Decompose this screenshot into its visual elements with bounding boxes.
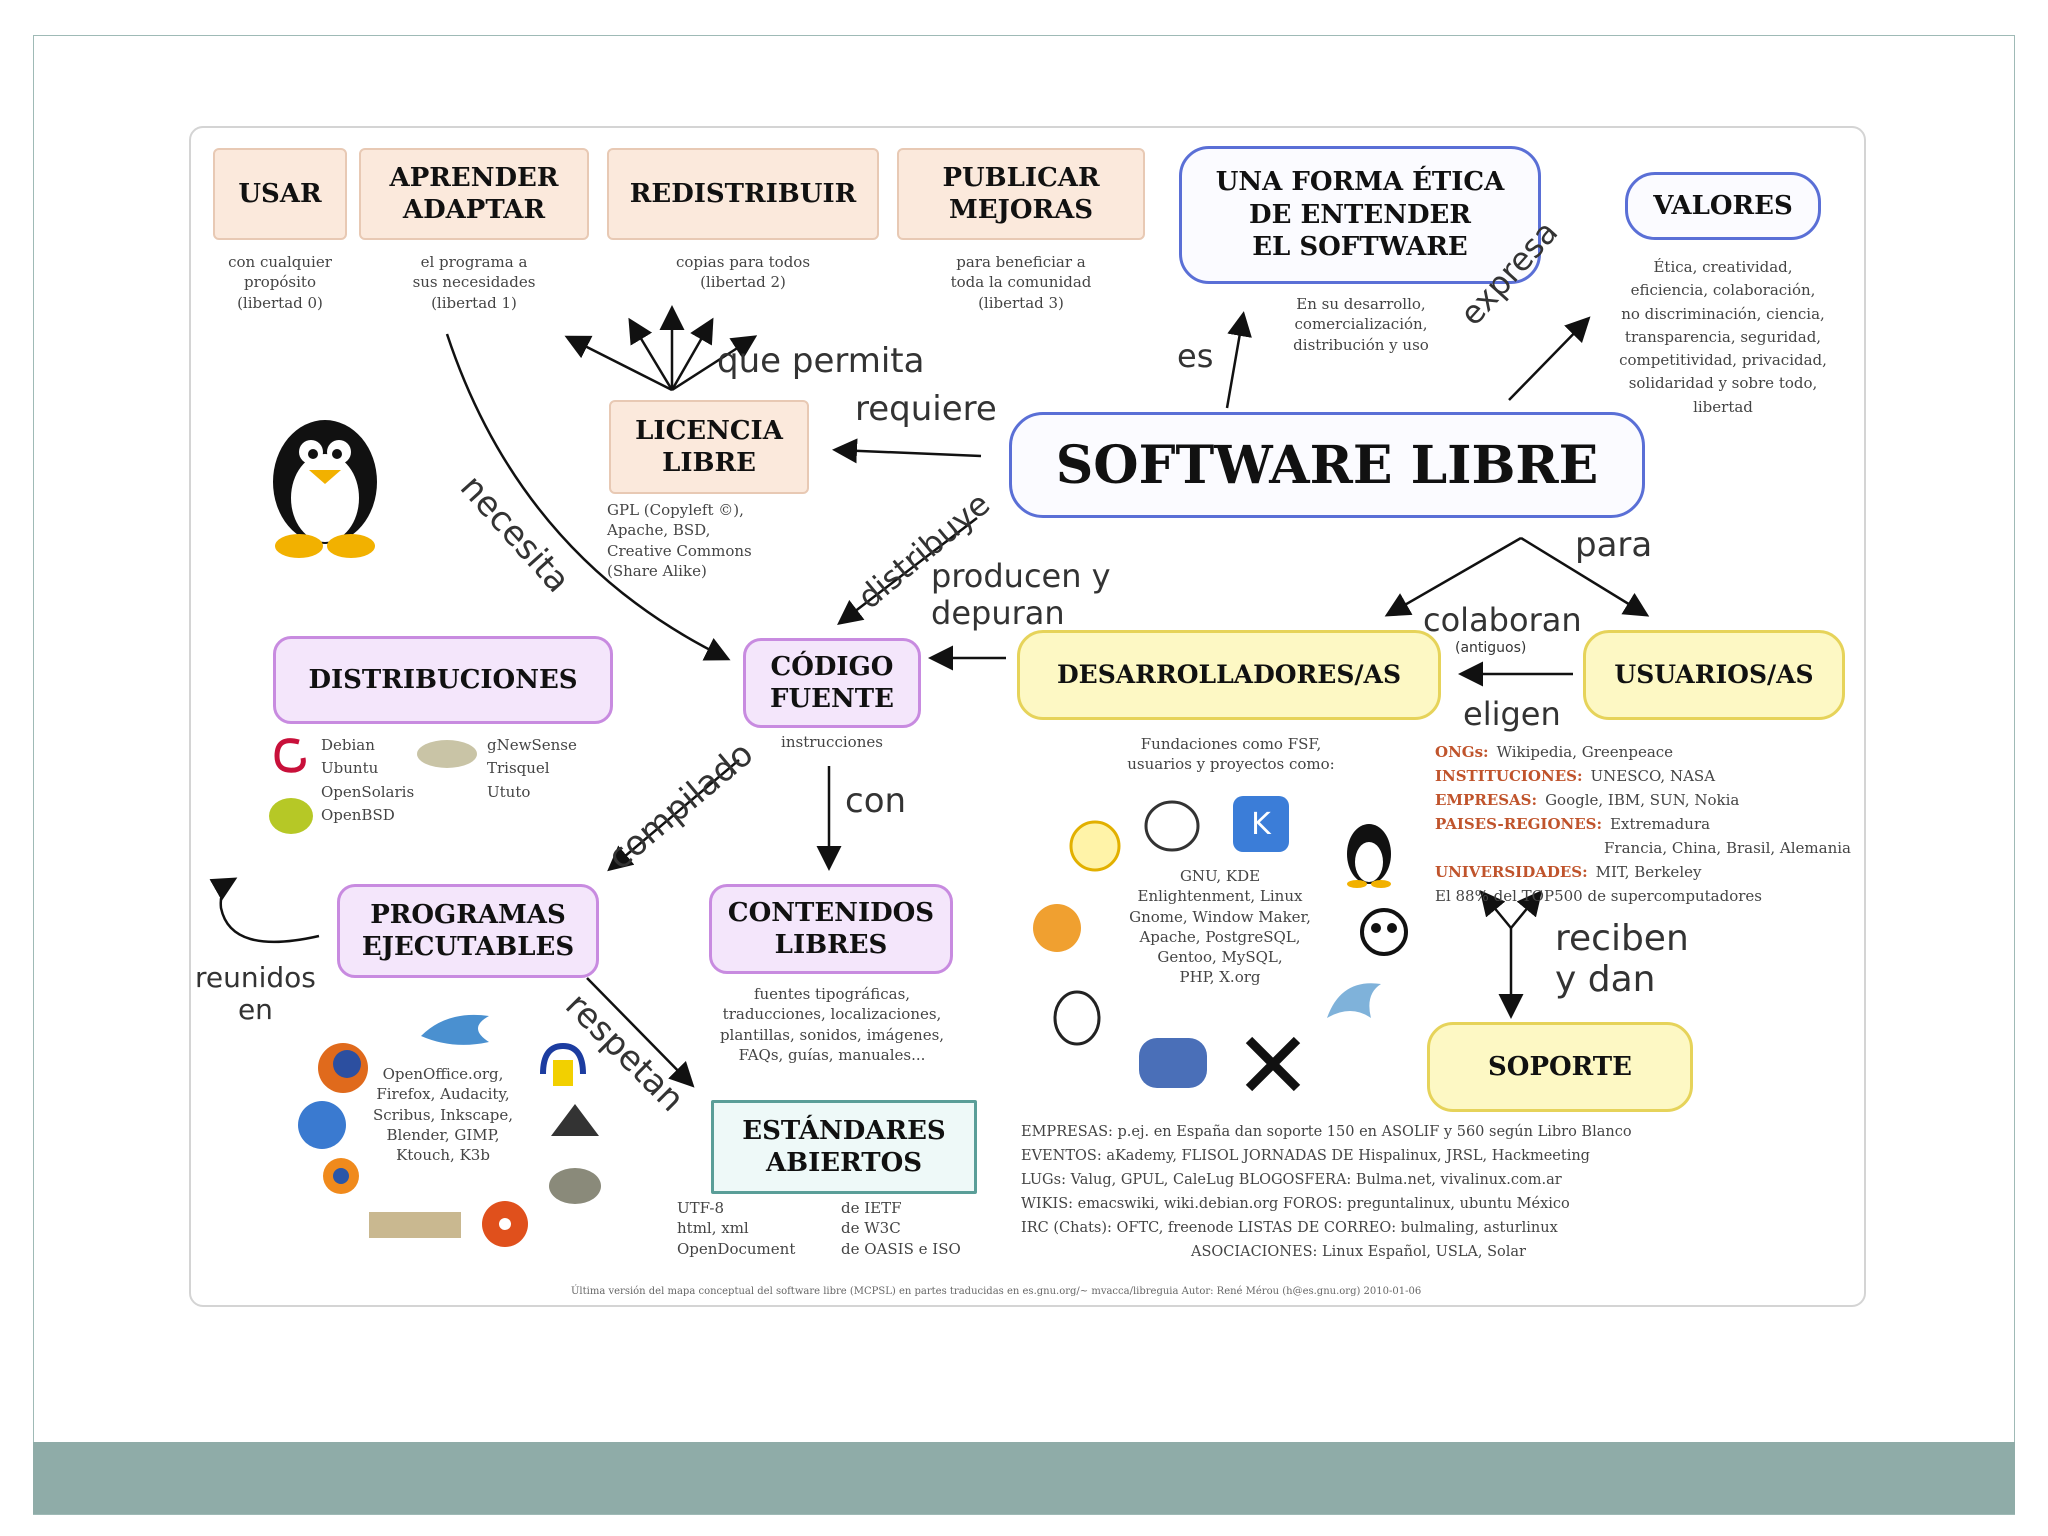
linux-tux-icon	[1341, 816, 1397, 888]
gnu-head-icon	[1141, 796, 1203, 856]
freedom-usar-note: con cualquier propósito (libertad 0)	[199, 252, 361, 313]
soporte-box: SOPORTE	[1427, 1022, 1693, 1112]
freedom-aprender-note: el programa a sus necesidades (libertad …	[361, 252, 587, 313]
php-elephant-icon	[1131, 1028, 1215, 1098]
etica-note: En su desarrollo, comercialización, dist…	[1231, 294, 1491, 355]
postgresql-icon	[1047, 988, 1107, 1050]
blender-icon	[307, 1152, 365, 1200]
gentoo-panda-icon	[1357, 902, 1411, 962]
k3b-disc-icon	[479, 1198, 531, 1250]
estandares-note-2: de IETF de W3C de OASIS e ISO	[841, 1198, 991, 1259]
support-row: EVENTOS: aKademy, FLISOL JORNADAS DE His…	[1021, 1144, 1851, 1168]
freedom-aprender-box: APRENDER ADAPTAR	[359, 148, 589, 240]
label-producen: producen y depuran	[931, 558, 1111, 632]
support-row: IRC (Chats): OFTC, freenode LISTAS DE CO…	[1021, 1216, 1851, 1240]
footer-bar	[33, 1442, 2015, 1514]
distros-list-2: gNewSense Trisquel Ututo	[487, 734, 617, 804]
label-que-permita: que permita	[717, 342, 924, 381]
debian-swirl-icon	[269, 732, 313, 776]
mysql-dolphin-icon	[1321, 974, 1391, 1032]
user-group-row: El 88% del TOP500 de supercomputadores	[1435, 884, 1851, 908]
user-group-row: Francia, China, Brasil, Alemania	[1435, 836, 1851, 860]
support-row: LUGs: Valug, GPUL, CaleLug BLOGOSFERA: B…	[1021, 1168, 1851, 1192]
support-row: EMPRESAS: p.ej. en España dan soporte 15…	[1021, 1120, 1851, 1144]
licencia-note: GPL (Copyleft ©), Apache, BSD, Creative …	[607, 500, 823, 581]
label-para: para	[1575, 526, 1652, 565]
freedom-usar-box: USAR	[213, 148, 347, 240]
estandares-box: ESTÁNDARES ABIERTOS	[711, 1100, 977, 1194]
user-groups-list: ONGs:Wikipedia, Greenpeace INSTITUCIONES…	[1435, 740, 1851, 908]
svg-text:K: K	[1251, 807, 1272, 842]
codigo-note: instrucciones	[743, 732, 921, 752]
freedom-publicar-note: para beneficiar a toda la comunidad (lib…	[897, 252, 1145, 313]
label-colaboran-sub: (antiguos)	[1455, 640, 1526, 656]
xorg-x-icon	[1241, 1032, 1305, 1096]
label-es: es	[1177, 338, 1213, 375]
gimp-icon	[543, 1158, 607, 1208]
valores-box: VALORES	[1625, 172, 1821, 240]
kde-logo-icon: K	[1231, 794, 1291, 854]
label-reunidos: reunidos en	[195, 962, 316, 1026]
user-group-row: ONGs:Wikipedia, Greenpeace	[1435, 740, 1851, 764]
desarrolladores-note: Fundaciones como FSF, usuarios y proyect…	[1031, 734, 1431, 775]
support-row: WIKIS: emacswiki, wiki.debian.org FOROS:…	[1021, 1192, 1851, 1216]
user-group-row: INSTITUCIONES:UNESCO, NASA	[1435, 764, 1851, 788]
freedom-redistribuir-note: copias para todos (libertad 2)	[607, 252, 879, 293]
gnome-foot-icon	[1067, 818, 1123, 874]
scribus-icon	[295, 1098, 349, 1152]
contenidos-note: fuentes tipográficas, traducciones, loca…	[691, 984, 973, 1065]
label-eligen: eligen	[1463, 696, 1561, 733]
firefox-icon	[315, 1040, 371, 1096]
usuarios-box: USUARIOS/AS	[1583, 630, 1845, 720]
central-box: SOFTWARE LIBRE	[1009, 412, 1645, 518]
inkscape-icon	[547, 1100, 603, 1156]
licencia-box: LICENCIA LIBRE	[609, 400, 809, 494]
freedom-redistribuir-box: REDISTRIBUIR	[607, 148, 879, 240]
user-group-row: UNIVERSIDADES:MIT, Berkeley	[1435, 860, 1851, 884]
concept-map: USAR con cualquier propósito (libertad 0…	[189, 126, 1866, 1307]
audacity-headphones-icon	[535, 1040, 591, 1090]
estandares-note-1: UTF-8 html, xml OpenDocument	[677, 1198, 827, 1259]
etica-box: UNA FORMA ÉTICA DE ENTENDER EL SOFTWARE	[1179, 146, 1541, 284]
label-colaboran: colaboran	[1423, 602, 1582, 639]
label-requiere: requiere	[855, 390, 997, 429]
user-group-row: EMPRESAS:Google, IBM, SUN, Nokia	[1435, 788, 1851, 812]
label-con: con	[845, 782, 906, 821]
freedom-publicar-box: PUBLICAR MEJORAS	[897, 148, 1145, 240]
valores-note: Ética, creatividad, eficiencia, colabora…	[1587, 256, 1859, 419]
user-group-row: PAISES-REGIONES:Extremadura	[1435, 812, 1851, 836]
distribuciones-box: DISTRIBUCIONES	[273, 636, 613, 724]
programas-box: PROGRAMAS EJECUTABLES	[337, 884, 599, 978]
contenidos-box: CONTENIDOS LIBRES	[709, 884, 953, 974]
tux-penguin-icon	[255, 400, 395, 560]
support-row: ASOCIACIONES: Linux Español, USLA, Solar	[1021, 1240, 1851, 1264]
credit-line: Última versión del mapa conceptual del s…	[571, 1286, 1421, 1297]
desarrolladores-projects: GNU, KDE Enlightenment, Linux Gnome, Win…	[1095, 866, 1345, 988]
label-reciben: reciben y dan	[1555, 918, 1689, 1001]
desarrolladores-box: DESARROLLADORES/AS	[1017, 630, 1441, 720]
distros-list-1: Debian Ubuntu OpenSolaris OpenBSD	[321, 734, 431, 827]
ktouch-keyboard-icon	[367, 1208, 463, 1242]
openbsd-fish-icon	[265, 794, 317, 838]
enlightenment-icon	[1029, 898, 1085, 958]
programas-note: OpenOffice.org, Firefox, Audacity, Scrib…	[355, 1064, 531, 1165]
openoffice-icon	[417, 1006, 493, 1050]
support-list: EMPRESAS: p.ej. en España dan soporte 15…	[1021, 1120, 1851, 1264]
codigo-box: CÓDIGO FUENTE	[743, 638, 921, 728]
